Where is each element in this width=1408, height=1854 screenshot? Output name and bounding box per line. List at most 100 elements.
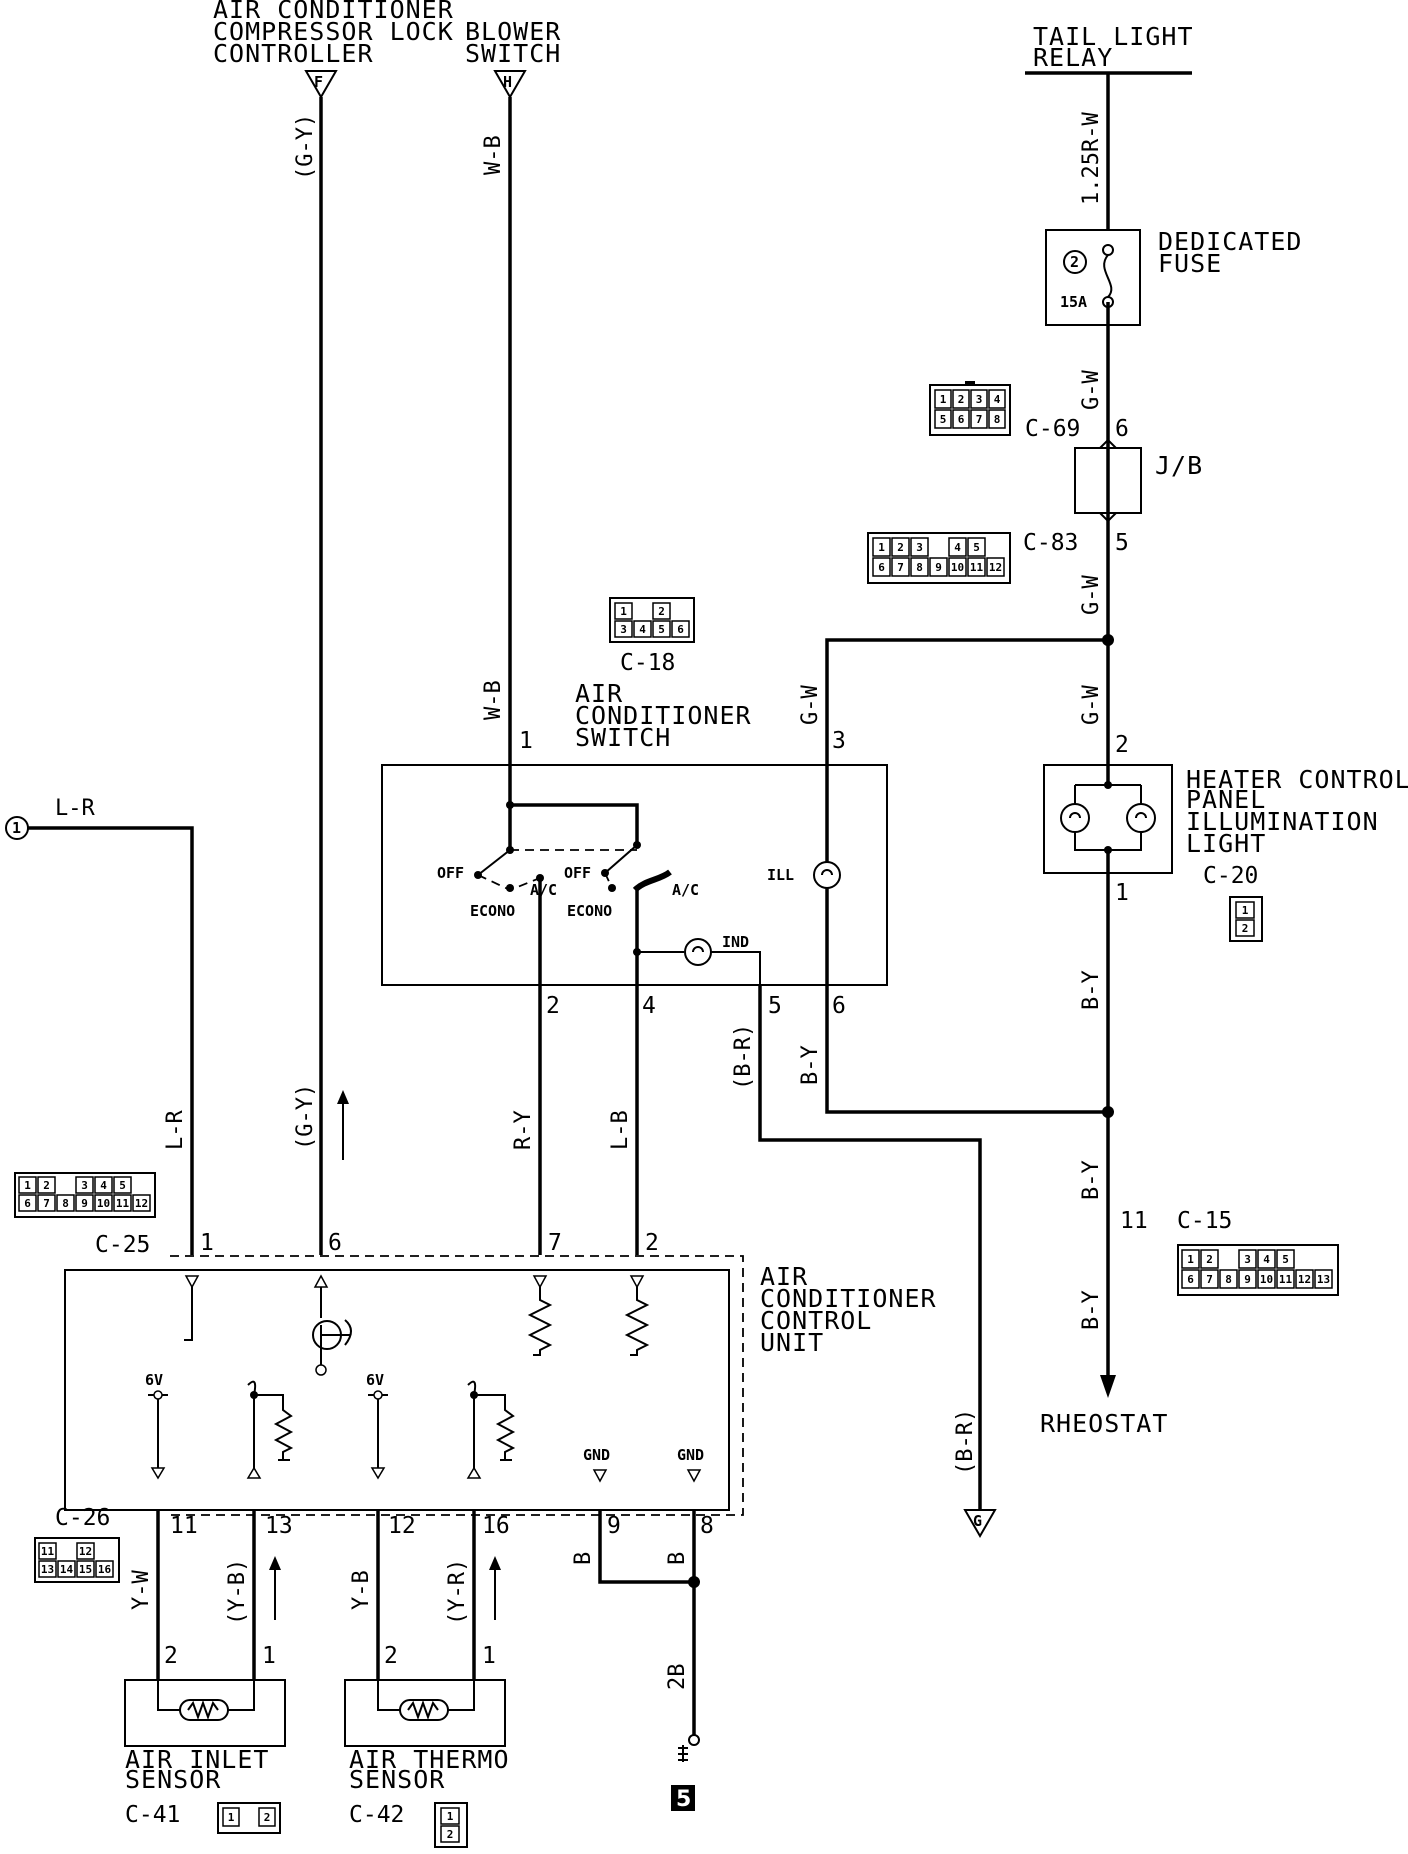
- svg-text:SWITCH: SWITCH: [465, 39, 561, 68]
- pin-thermo-2: 2: [384, 1643, 398, 1669]
- pin-c69-6: 6: [1115, 416, 1129, 442]
- connector-pin-cell: [75, 1194, 94, 1212]
- connector-pin-cell: [38, 1560, 57, 1578]
- connector-pin-cell: [1181, 1249, 1200, 1269]
- pin-inlet-2: 2: [164, 1643, 178, 1669]
- wire-label-l-r-bottom: L-R: [163, 1110, 188, 1150]
- heater-panel-label: HEATER CONTROL PANEL ILLUMINATION LIGHT: [1186, 765, 1408, 858]
- connector-pin-number: 2: [264, 1811, 271, 1824]
- connector-pin-number: 11: [41, 1545, 55, 1558]
- wire-label-g-w-3: G-W: [1079, 685, 1104, 725]
- connector-pin-cell: [37, 1194, 56, 1212]
- connector-pin-number: 1: [940, 393, 947, 406]
- svg-text:RELAY: RELAY: [1033, 43, 1113, 72]
- pin-ac-switch-6: 6: [832, 993, 846, 1019]
- connector-f-symbol: F: [304, 70, 338, 100]
- air-inlet-sensor: [124, 1679, 286, 1747]
- connector-pin-number: 1: [24, 1179, 31, 1192]
- svg-text:SENSOR: SENSOR: [349, 1765, 445, 1794]
- connector-pin-cell: [57, 1560, 76, 1578]
- ground-point-number: 5: [676, 1787, 691, 1812]
- connector-c20-icon: 12: [1229, 896, 1263, 942]
- connector-pin-cell: [891, 537, 910, 557]
- connector-pin-cell: [891, 557, 910, 577]
- connector-pin-number: 11: [970, 561, 984, 574]
- connector-pin-number: 5: [119, 1179, 126, 1192]
- connector-pin-cell: [1219, 1269, 1238, 1289]
- ground-point-badge: [671, 1785, 695, 1811]
- connector-c20-name: C-20: [1203, 863, 1258, 889]
- connector-pin-number: 13: [1317, 1273, 1330, 1286]
- connector-pin-cell: [952, 409, 970, 429]
- wire-label-l-b: L-B: [608, 1110, 633, 1150]
- junction-block-label: J/B: [1155, 451, 1203, 480]
- wire-label-b-y-switch: B-Y: [798, 1045, 823, 1085]
- connector-pin-number: 11: [116, 1197, 130, 1210]
- signal-arrowhead-thermo: [489, 1556, 501, 1570]
- svg-text:F: F: [314, 73, 323, 91]
- pin-heater-1: 1: [1115, 880, 1129, 906]
- connector-pin-number: 8: [62, 1197, 69, 1210]
- pin-inlet-1: 1: [262, 1643, 276, 1669]
- svg-text:ILLUMINATION: ILLUMINATION: [1186, 807, 1379, 836]
- supply-label-2: 6V: [366, 1371, 384, 1389]
- connector-pin-number: 2: [1206, 1253, 1213, 1266]
- connector-c83-name: C-83: [1023, 530, 1078, 556]
- wire-label-g-y-top: (G-Y): [293, 114, 318, 180]
- wire-label-l-r-top: L-R: [55, 796, 95, 821]
- connector-pin-number: 6: [677, 623, 684, 636]
- connector-pin-number: 6: [878, 561, 885, 574]
- svg-text:COMPRESSOR LOCK: COMPRESSOR LOCK: [213, 17, 454, 46]
- connector-pin-number: 7: [897, 561, 904, 574]
- connector-pin-cell: [1314, 1269, 1333, 1289]
- pin-cu-13: 13: [265, 1513, 293, 1539]
- splice-point-ground: [688, 1576, 700, 1588]
- connector-c18-name: C-18: [620, 650, 675, 676]
- connector-pin-cell: [18, 1194, 37, 1212]
- signal-direction-arrow: [337, 1090, 349, 1160]
- svg-text:SENSOR: SENSOR: [125, 1765, 221, 1794]
- connector-pin-cell: [872, 537, 891, 557]
- wire-label-g-y-bottom: (G-Y): [293, 1084, 318, 1150]
- connector-pin-cell: [872, 557, 891, 577]
- air-thermo-sensor: [344, 1679, 506, 1747]
- svg-text:G: G: [973, 1512, 982, 1530]
- wire-l-r: [28, 826, 194, 1255]
- svg-text:TAIL LIGHT: TAIL LIGHT: [1033, 22, 1194, 51]
- junction-block: [1074, 390, 1142, 530]
- connector-pin-number: 2: [958, 393, 965, 406]
- connector-pin-number: 2: [1242, 922, 1249, 935]
- connector-pin-cell: [948, 537, 967, 557]
- wire-b-r: [758, 985, 982, 1510]
- switch-label-ind: IND: [722, 933, 749, 951]
- connector-pin-cell: [1238, 1269, 1257, 1289]
- tail-light-relay-label: TAIL LIGHT RELAY: [1025, 22, 1194, 75]
- connector-pin-number: 9: [935, 561, 942, 574]
- connector-pin-number: 7: [1206, 1273, 1213, 1286]
- wire-b-1: [598, 1510, 694, 1584]
- connector-pin-cell: [1235, 901, 1255, 919]
- connector-pin-number: 14: [60, 1563, 74, 1576]
- supply-label-1: 6V: [145, 1371, 163, 1389]
- connector-pin-number: 3: [916, 541, 923, 554]
- pin-cu-9: 9: [607, 1513, 621, 1539]
- svg-text:15A: 15A: [1060, 293, 1087, 311]
- connector-c26-name: C-26: [55, 1505, 110, 1531]
- wire-label-r-y: R-Y: [511, 1110, 536, 1150]
- wire-label-b-y-3: B-Y: [1079, 1290, 1104, 1330]
- pin-ac-switch-4: 4: [642, 993, 656, 1019]
- control-unit-label: AIR CONDITIONER CONTROL UNIT: [760, 1262, 936, 1357]
- connector-pin-number: 2: [43, 1179, 50, 1192]
- connector-pin-number: 9: [81, 1197, 88, 1210]
- svg-text:AIR CONDITIONER: AIR CONDITIONER: [213, 0, 454, 24]
- wire-label-y-r: (Y-R): [445, 1559, 470, 1625]
- connector-pin-number: 5: [940, 413, 947, 426]
- connector-pin-cell: [132, 1194, 151, 1212]
- switch-label-ac-2: A/C: [672, 881, 699, 899]
- wire-label-1-25r-w: 1.25R-W: [1079, 112, 1104, 205]
- connector-pin-number: 13: [41, 1563, 54, 1576]
